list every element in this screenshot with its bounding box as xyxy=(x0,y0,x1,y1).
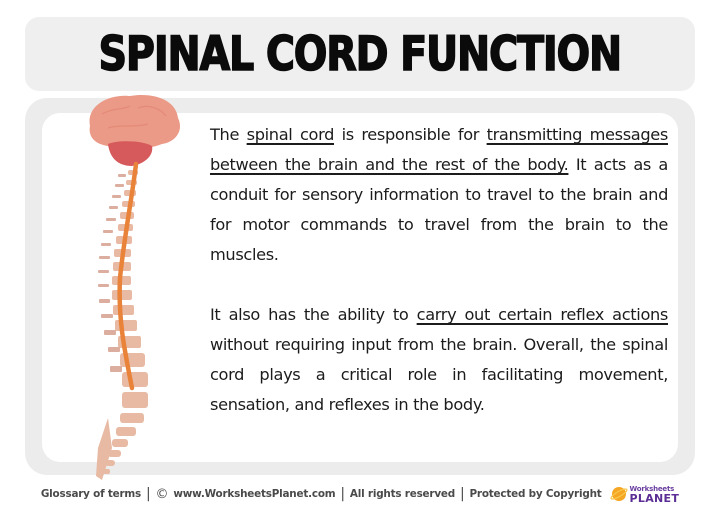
copyright-icon: © xyxy=(155,486,169,502)
title-bar: SPINAL CORD FUNCTION xyxy=(25,17,695,91)
brain-and-spine-icon xyxy=(68,88,198,486)
protected-text: Protected by Copyright xyxy=(469,488,602,500)
term-reflex-actions: carry out certain reflex actions xyxy=(416,305,669,324)
paragraph-2: It also has the ability to carry out cer… xyxy=(210,305,669,414)
rights-text: All rights reserved xyxy=(349,488,455,500)
paragraph-1: The spinal cord is responsible for trans… xyxy=(210,125,668,264)
website-link[interactable]: www.WorksheetsPlanet.com xyxy=(173,488,336,500)
worksheets-planet-logo[interactable]: Worksheets PLANET xyxy=(609,485,680,505)
logo-small-text: Worksheets xyxy=(629,485,675,493)
term-spinal-cord: spinal cord xyxy=(246,125,335,144)
footer: Glossary of terms | © www.WorksheetsPlan… xyxy=(0,482,720,506)
term-transmitting-messages: transmitting messages between the brain … xyxy=(210,125,668,174)
footer-separator: | xyxy=(459,486,465,502)
footer-separator: | xyxy=(146,486,151,502)
page-title: SPINAL CORD FUNCTION xyxy=(98,26,623,83)
glossary-link[interactable]: Glossary of terms xyxy=(40,488,141,500)
description-text: The spinal cord is responsible for trans… xyxy=(210,120,668,420)
footer-separator: | xyxy=(340,486,345,502)
planet-icon xyxy=(609,487,628,501)
logo-big-text: PLANET xyxy=(629,492,680,505)
